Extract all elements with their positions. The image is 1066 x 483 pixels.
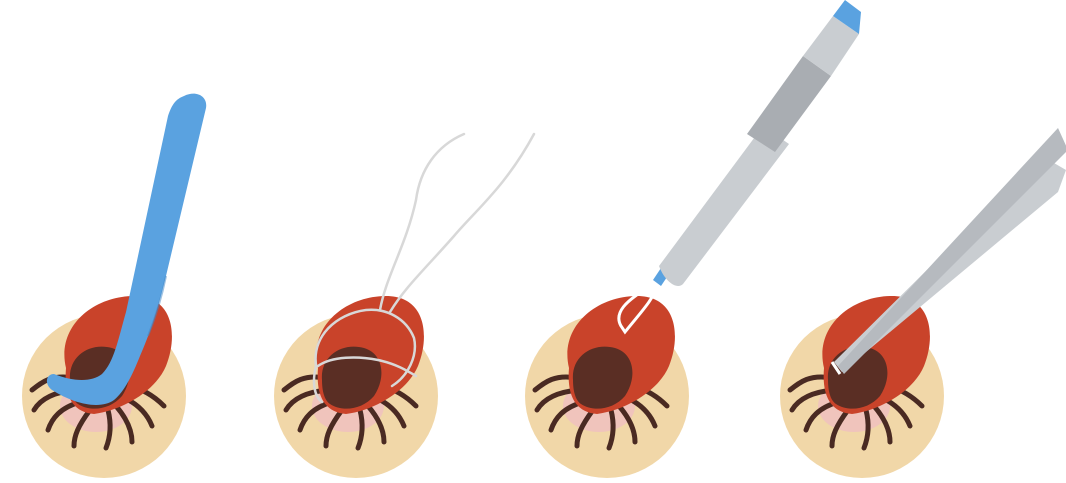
panel-tweezers (780, 128, 1066, 478)
tick-on-skin (780, 296, 944, 478)
tick-on-skin (525, 296, 689, 478)
tweezers-icon (832, 128, 1066, 374)
pen-lasso-icon (619, 0, 861, 332)
panel-thread (274, 134, 534, 478)
panel-hook (22, 94, 206, 478)
tick-on-skin (274, 296, 438, 478)
